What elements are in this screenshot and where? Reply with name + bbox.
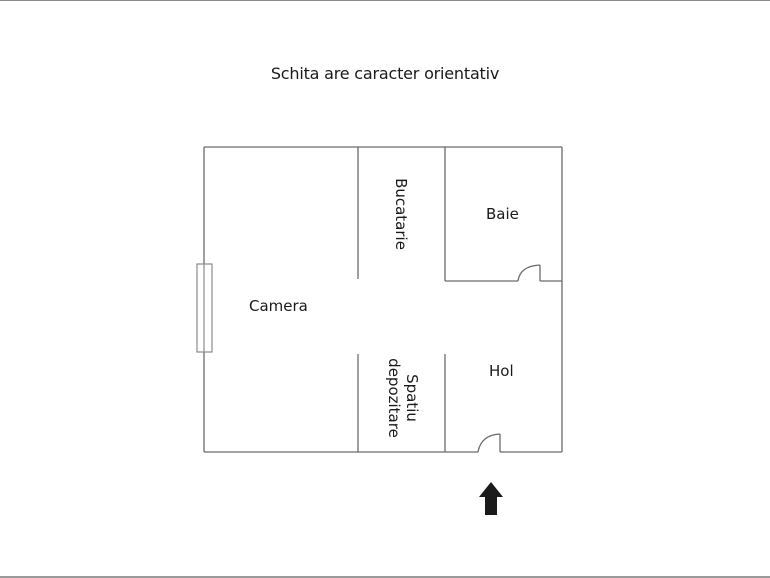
- room-label-baie: Baie: [486, 205, 519, 223]
- room-label-bucatarie: Bucatarie: [392, 178, 410, 250]
- disclaimer-title: Schita are caracter orientativ: [270, 64, 500, 83]
- room-label-spatiu-depozitare: Spatiu depozitare: [381, 353, 421, 443]
- entrance-door-icon: [477, 433, 501, 453]
- room-label-spatiu-line1: Spatiu: [403, 374, 421, 422]
- entrance-arrow-icon: [479, 482, 503, 515]
- room-label-spatiu-line2: depozitare: [385, 358, 403, 438]
- bath-door-icon: [517, 264, 541, 282]
- bottom-border: [0, 576, 770, 578]
- window-icon: [196, 263, 213, 353]
- top-border: [0, 0, 770, 1]
- room-label-hol: Hol: [489, 362, 514, 380]
- room-label-camera: Camera: [249, 297, 308, 315]
